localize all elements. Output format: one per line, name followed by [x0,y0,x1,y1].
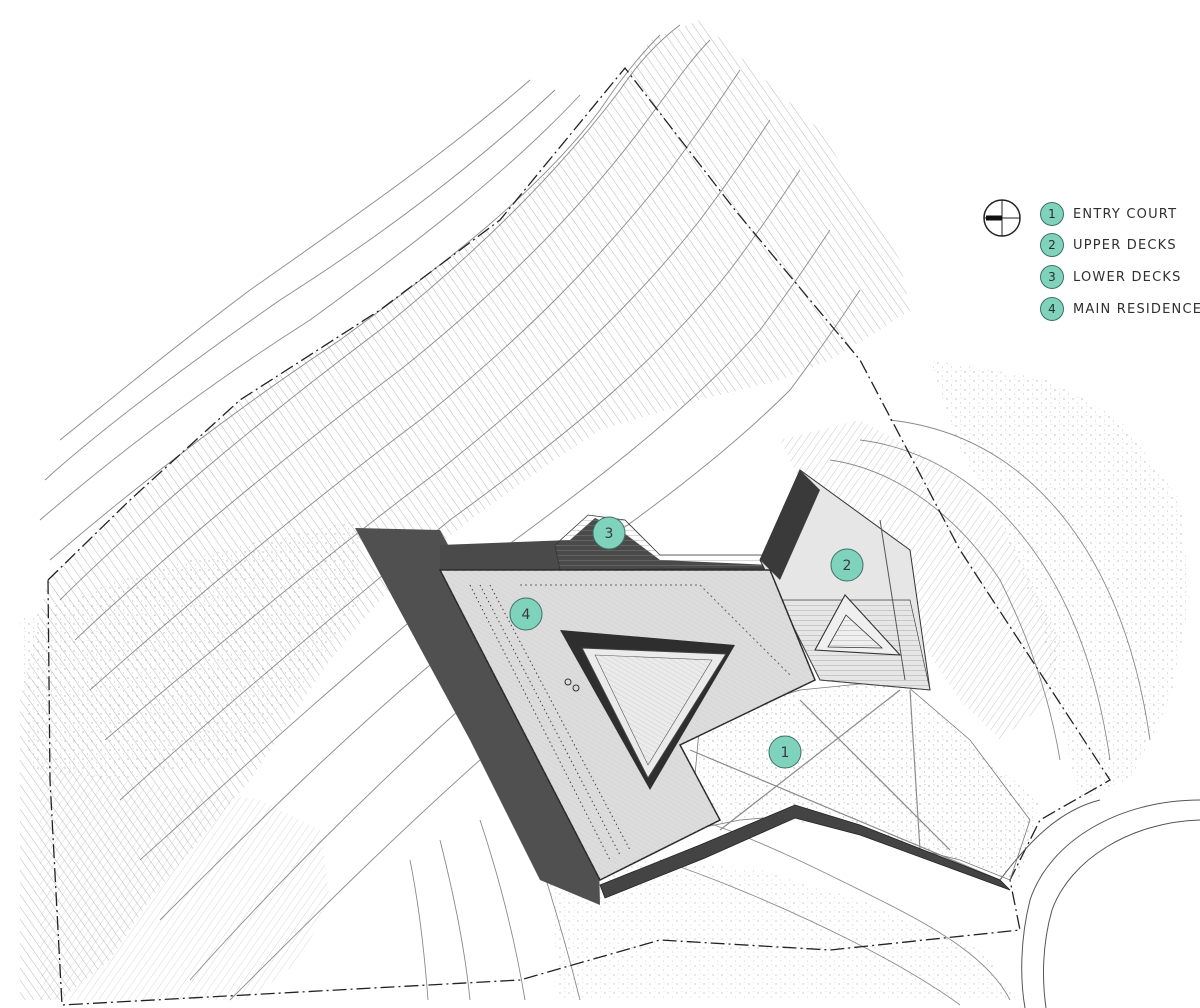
svg-text:1: 1 [781,745,790,761]
marker-3: 3 [592,516,626,550]
north-arrow-icon [983,199,1021,237]
marker-4: 4 [509,597,543,631]
building-shadow [355,528,600,905]
legend: 1 ENTRY COURT 2 UPPER DECKS 3 LOWER DECK… [982,198,1200,328]
terrain-hatch [20,20,1060,1000]
legend-label: MAIN RESIDENCE [1073,301,1200,317]
legend-item-lower-decks: 3 LOWER DECKS [1040,263,1182,291]
entry-court [689,679,1031,881]
legend-label: UPPER DECKS [1073,237,1177,253]
legend-item-main-residence: 4 MAIN RESIDENCE [1040,295,1200,323]
svg-text:3: 3 [605,526,614,542]
legend-item-entry-court: 1 ENTRY COURT [1040,200,1177,228]
legend-label: LOWER DECKS [1073,269,1182,285]
legend-badge: 3 [1040,265,1064,289]
property-boundary [47,66,1111,1006]
legend-badge: 1 [1040,202,1064,226]
legend-badge: 2 [1040,233,1064,257]
lower-decks [554,514,771,571]
marker-1: 1 [768,735,802,769]
main-residence-roof [438,569,816,882]
legend-label: ENTRY COURT [1073,206,1178,222]
marker-2: 2 [830,548,864,582]
contour-lines [39,24,1151,1006]
legend-item-upper-decks: 2 UPPER DECKS [1040,231,1177,259]
svg-text:2: 2 [843,558,852,574]
retaining-wall [599,804,1011,899]
legend-badge: 4 [1040,297,1064,321]
svg-text:4: 4 [522,607,531,623]
